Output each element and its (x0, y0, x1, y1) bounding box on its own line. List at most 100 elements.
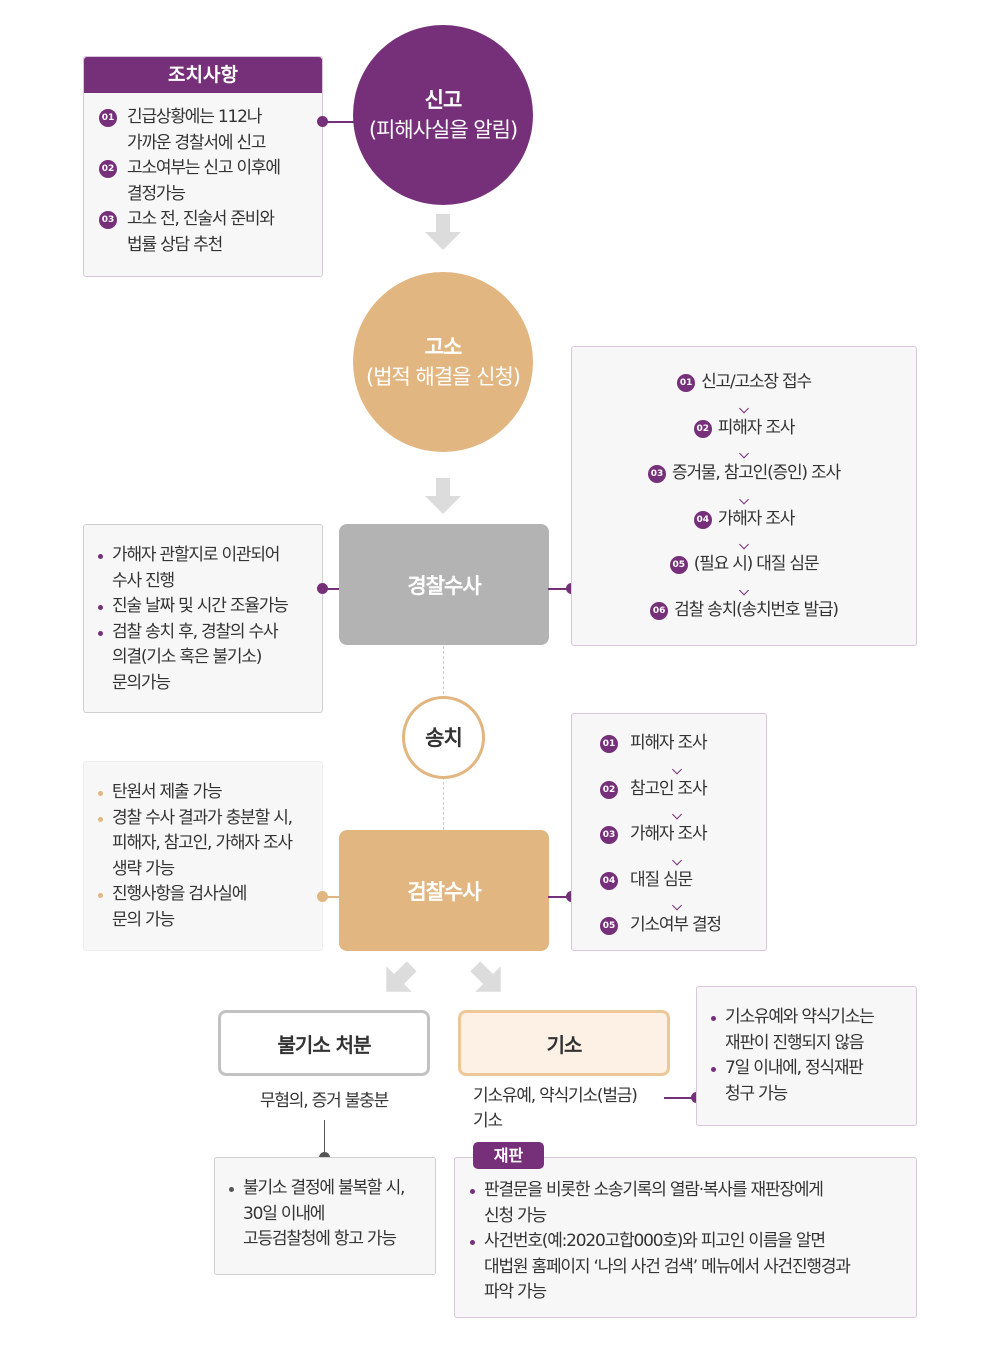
text-line: 청구 가능 (725, 1083, 788, 1104)
connector-line (548, 588, 572, 590)
arrow-down-left-icon (386, 961, 417, 992)
process-step: 04 가해자 조사 (572, 506, 916, 552)
number-badge: 02 (693, 419, 712, 438)
indictment-type: 기소 (473, 1111, 503, 1131)
number-badge: 04 (600, 871, 618, 890)
chevron-down-icon (739, 585, 749, 595)
chevron-down-icon (739, 539, 749, 550)
step-label: 피해자 조사 (717, 417, 796, 438)
arrow-down-icon (425, 478, 461, 514)
chevron-down-icon (672, 855, 682, 865)
step-label: 피해자 조사 (630, 733, 708, 753)
text-line: 진술 날짜 및 시간 조율가능 (112, 596, 289, 616)
chevron-down-icon (672, 900, 682, 911)
text-line: 고소 전, 진술서 준비와 (127, 209, 275, 229)
text-line: 진행사항을 검사실에 (112, 884, 247, 904)
text-line: 30일 이내에 (243, 1203, 325, 1224)
text-line: 가까운 경찰서에 신고 (127, 132, 267, 153)
chevron-down-icon (739, 403, 749, 413)
text-line: 판결문을 비롯한 소송기록의 열람·복사를 재판장에게 (484, 1180, 824, 1200)
non-indictment-reason: 무혐의, 증거 불충분 (259, 1091, 389, 1111)
number-badge: 01 (600, 735, 618, 753)
bullet-item: 진술 날짜 및 시간 조율가능 (96, 594, 322, 620)
indictment-box: 기소 (458, 1010, 670, 1076)
text-line: 긴급상황에는 112나 (127, 107, 262, 127)
number-badge: 01 (677, 374, 696, 392)
step-label: 참고인 조사 (630, 778, 708, 799)
text-line: 문의 가능 (112, 909, 175, 930)
step-label: 대질 심문 (630, 869, 693, 890)
chevron-down-icon (739, 448, 749, 459)
connector-line (322, 121, 362, 123)
process-step: 04 대질 심문 (600, 867, 766, 913)
process-step: 01 피해자 조사 (600, 730, 766, 776)
text-line: 피해자, 참고인, 가해자 조사 (112, 833, 293, 853)
text-line: 수사 진행 (112, 570, 175, 591)
number-badge: 06 (650, 601, 669, 620)
text-line: 생략 가능 (112, 858, 175, 879)
bullet-item: 탄원서 제출 가능 (96, 780, 322, 806)
complaint-circle: 고소 (법적 해결을 신청) (353, 272, 533, 452)
text-line: 법률 상담 추천 (127, 234, 223, 255)
text-line: 기소유예와 약식기소는 (725, 1007, 875, 1027)
actions-title: 조치사항 (84, 57, 322, 93)
report-subtitle: (피해사실을 알림) (368, 118, 518, 142)
report-circle: 신고 (피해사실을 알림) (353, 25, 533, 205)
text-line: 불기소 결정에 불복할 시, (243, 1178, 405, 1198)
report-title: 신고 (424, 88, 463, 112)
text-line: 가해자 관할지로 이관되어 (112, 545, 280, 565)
process-step: 05 기소여부 결정 (600, 912, 766, 958)
indictment-types: 기소유예, 약식기소(벌금) 기소 (473, 1084, 638, 1134)
connector-line (322, 588, 339, 590)
text-line: 탄원서 제출 가능 (112, 782, 223, 802)
non-indictment-box: 불기소 처분 (218, 1010, 430, 1076)
connector-line (324, 1120, 325, 1157)
text-line: 경찰 수사 결과가 충분할 시, (112, 807, 293, 828)
text-line: 문의가능 (112, 672, 171, 693)
connector-line (548, 896, 572, 898)
text-line: 재판이 진행되지 않음 (725, 1032, 865, 1053)
indictment-type: 기소유예, 약식기소(벌금) (473, 1086, 638, 1106)
transfer-circle: 송치 (402, 696, 485, 779)
text-line: 파악 가능 (484, 1282, 547, 1302)
number-badge: 01 (99, 109, 117, 127)
number-badge: 05 (600, 917, 618, 935)
process-step: 02 피해자 조사 (572, 415, 916, 461)
text-line: 사건번호(예:2020고합000호)와 피고인 이름을 알면 (484, 1231, 826, 1251)
text-line: 결정가능 (127, 183, 186, 204)
text-line: 검찰 송치 후, 경찰의 수사 (112, 621, 279, 642)
number-badge: 04 (693, 510, 712, 529)
arrow-down-icon (425, 214, 461, 250)
step-label: 가해자 조사 (717, 508, 796, 529)
step-label: 기소여부 결정 (630, 915, 722, 935)
number-badge: 03 (99, 211, 117, 229)
chevron-down-icon (672, 809, 682, 820)
text-line: 신청 가능 (484, 1205, 547, 1226)
arrow-down-right-icon (470, 961, 501, 992)
number-badge: 02 (99, 160, 117, 178)
step-label: 증거물, 참고인(증인) 조사 (672, 463, 841, 483)
text-line: 고소여부는 신고 이후에 (127, 158, 281, 178)
